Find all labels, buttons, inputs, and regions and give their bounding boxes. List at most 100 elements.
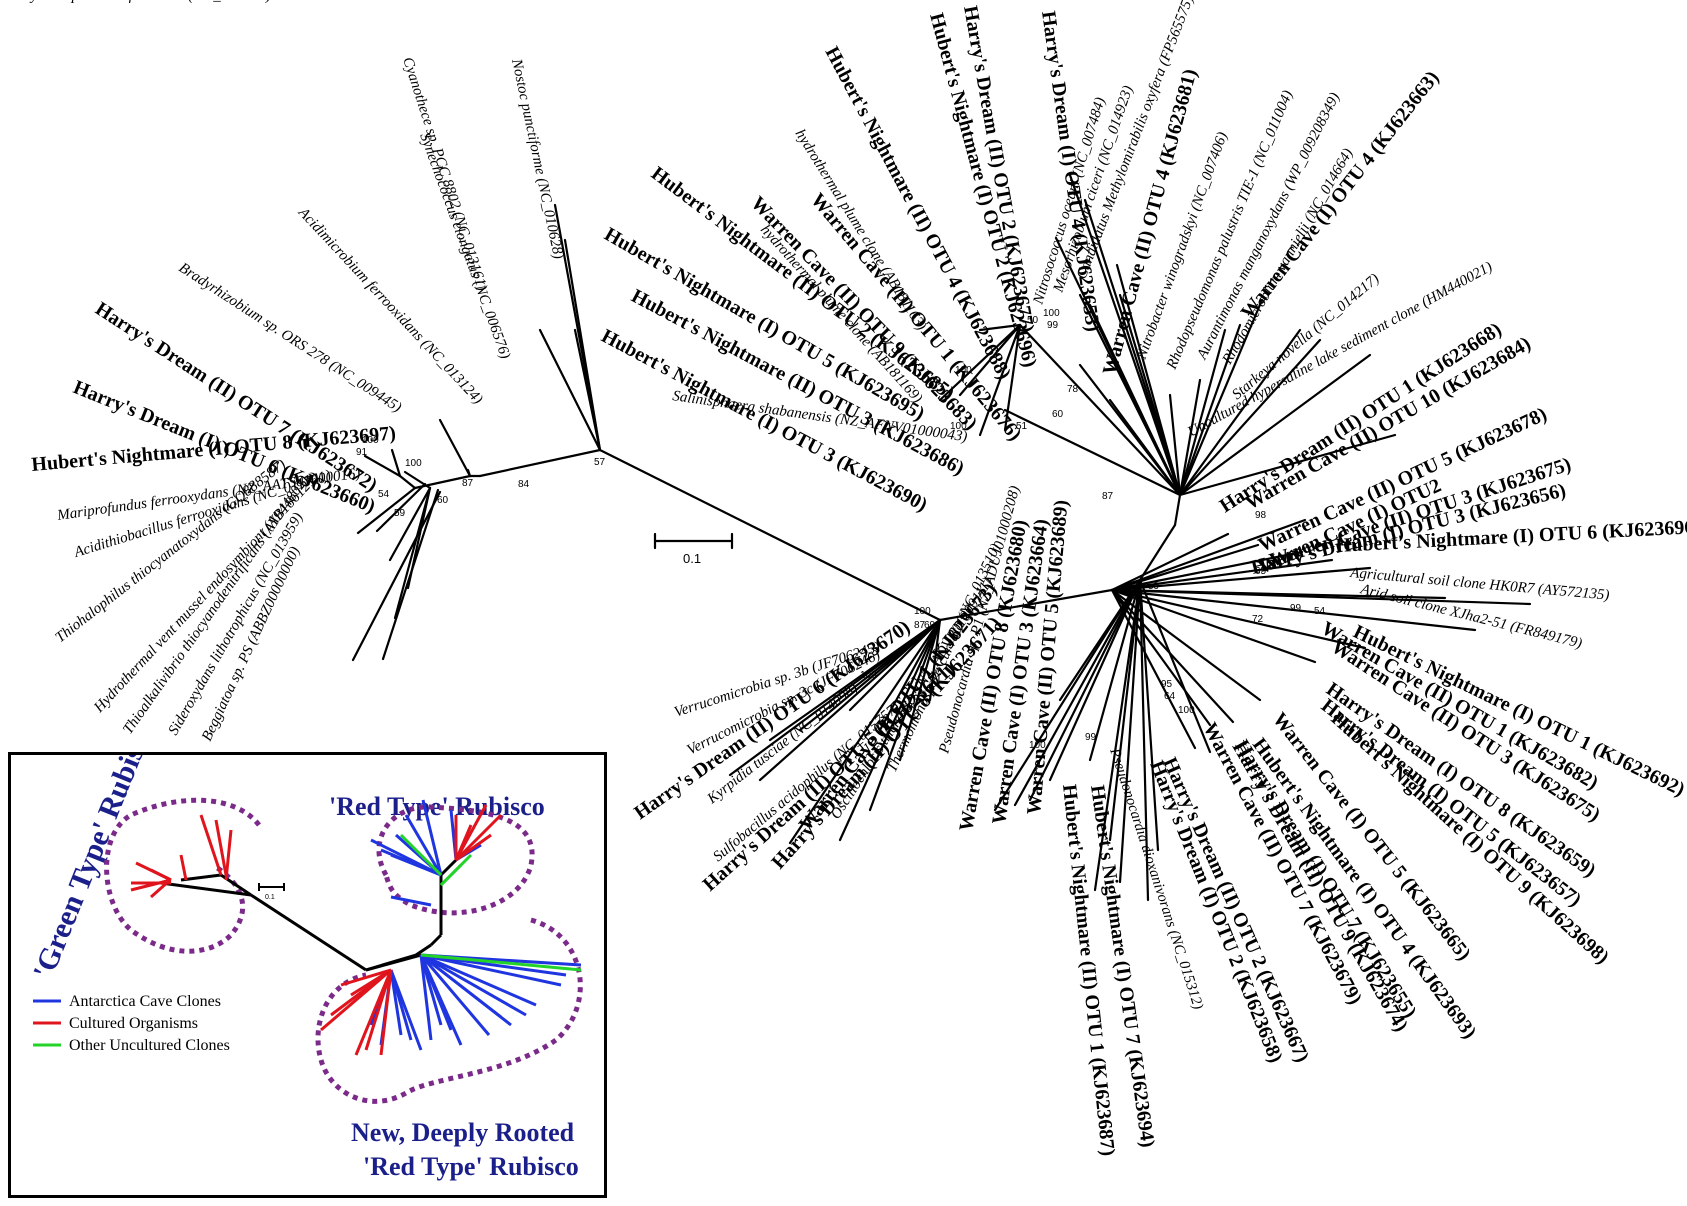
taxon-label: Methylacidiphilum infernorum (NC_010794) (0, 0, 271, 4)
bootstrap-value: 87 (914, 620, 926, 631)
tree-branch (1178, 433, 1397, 497)
bootstrap-value: 69 (924, 620, 936, 631)
tree-branch (938, 323, 1022, 402)
inset-branch (160, 881, 252, 897)
legend-label: Other Uncultured Clones (69, 1037, 230, 1054)
tree-branch (1078, 363, 1182, 497)
tree-branches (351, 173, 1532, 902)
tree-branch (1093, 578, 1142, 892)
inset-leaf-branch (420, 953, 582, 972)
tree-branch (1173, 493, 1182, 527)
green-type-title: 'Green Type' Rubisco (27, 755, 161, 984)
tree-branch (1110, 558, 1334, 592)
tree-branch (928, 618, 942, 702)
tree-branch (788, 618, 942, 845)
inset-leaf-branch (420, 953, 527, 1017)
bootstrap-value: 100 (914, 606, 931, 617)
inset-branch (250, 893, 367, 972)
bootstrap-value: 99 (1290, 603, 1302, 614)
bootstrap-value: 57 (594, 457, 606, 468)
inset-leaf-branch (389, 969, 403, 1036)
tree-branch (356, 486, 417, 535)
tree-branch (1110, 532, 1230, 592)
bootstrap-value: 99 (1047, 320, 1059, 331)
bootstrap-value: 60 (1052, 409, 1064, 420)
inset-branch (365, 953, 422, 972)
bootstrap-value: 91 (356, 447, 368, 458)
tree-branch (393, 486, 432, 620)
tree-branch (363, 454, 402, 478)
tree-branch (1178, 298, 1264, 497)
tree-branch (1178, 328, 1302, 497)
inset-branch (180, 873, 222, 882)
tree-branch (1110, 588, 1212, 727)
tree-branch (1118, 578, 1142, 884)
bootstrap-value: 99 (1085, 732, 1097, 743)
tree-branch (1138, 578, 1150, 902)
tree-branch (758, 618, 942, 782)
new-rubisco-title-line1: New, Deeply Rooted (351, 1118, 575, 1147)
taxon-label: Warren Cave (I) OTU 4 (KJ623663) (1237, 67, 1444, 323)
tree-branch (398, 474, 417, 490)
inset-leaf-branch (390, 895, 432, 907)
tree-branch (1115, 263, 1182, 497)
bootstrap-value: 100 (362, 435, 379, 446)
overview-tree: 'Green Type' Rubisco 'Red Type' Rubisco … (27, 755, 583, 1181)
bootstrap-value: 95 (1161, 679, 1173, 690)
bootstrap-value: 100 (860, 670, 877, 681)
tree-branch (768, 618, 942, 742)
inset-leaf-branch (150, 868, 172, 882)
inset-scale-bar: 0.1 (258, 883, 285, 901)
bootstrap-value: 100 (1029, 740, 1046, 751)
tree-branch (1110, 588, 1197, 750)
tree-branch (938, 588, 1114, 622)
tree-branch (1110, 588, 1317, 664)
tree-branch (1028, 578, 1142, 802)
tree-branch (848, 618, 942, 712)
tree-branch (878, 618, 942, 732)
inset-branch (439, 858, 458, 877)
inset-leaf-branch (199, 814, 223, 876)
inset-leaf-branch (419, 954, 433, 1041)
inset-leaf-branch (454, 813, 503, 862)
tree-branch (1110, 543, 1260, 592)
inset-leaf-branch (419, 954, 491, 1036)
bootstrap-value: 51 (1016, 421, 1028, 432)
inset-leaf-branch (214, 819, 228, 876)
tree-branch (1110, 588, 1367, 650)
inset-leaf-branch (179, 854, 188, 881)
tree-branch (1013, 578, 1142, 807)
tree-branch (978, 323, 1022, 332)
tree-branch (1003, 408, 1182, 497)
tree-branch (1068, 173, 1182, 497)
tree-branch (351, 490, 442, 662)
bootstrap-value: 50 (1027, 315, 1039, 326)
tree-branch (375, 482, 427, 533)
tree-branch (1110, 566, 1372, 592)
bootstrap-value: 87 (1102, 491, 1114, 502)
inset-scale-label: 0.1 (265, 894, 275, 901)
inset-leaf-branch (421, 799, 443, 876)
tree-branch (1048, 578, 1142, 782)
bootstrap-value: 65 (1255, 566, 1267, 577)
tree-branch (1088, 578, 1142, 762)
tree-branch (1110, 550, 1304, 592)
bootstrap-value: 84 (518, 479, 530, 490)
legend-label: Cultured Organisms (69, 1015, 198, 1032)
tree-branch (798, 618, 942, 732)
inset-leaf-branch (419, 954, 443, 1026)
tree-branch (898, 618, 942, 762)
tree-branch (958, 323, 1022, 397)
tree-branch (1138, 578, 1160, 852)
tree-branch (388, 486, 432, 562)
inset-leaf-branch (420, 953, 502, 1019)
tree-branch (1110, 588, 1477, 632)
tree-branch (868, 618, 942, 812)
bootstrap-value: 78 (1067, 384, 1079, 395)
inset-leaf-branch (420, 953, 537, 1007)
inset-leaf-branch (379, 969, 393, 1056)
bootstrap-value: 59 (1148, 581, 1160, 592)
scale-bar: 0.1 (653, 532, 734, 566)
